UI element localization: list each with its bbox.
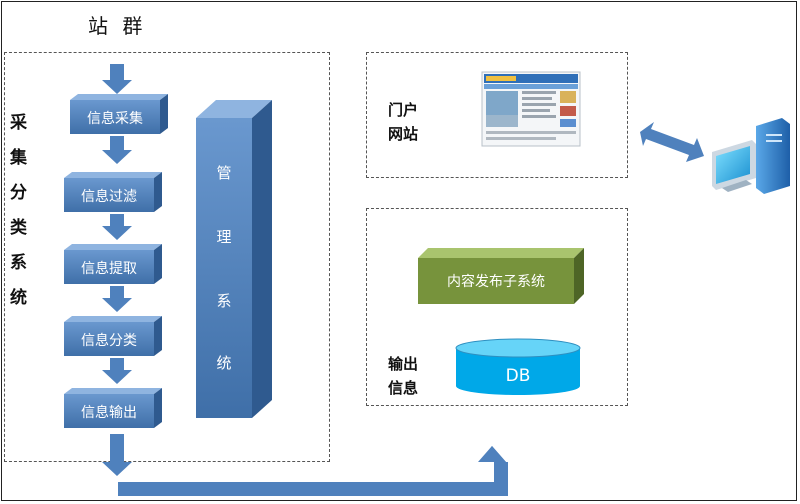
vertical-label-char: 系 — [10, 253, 27, 273]
publish-subsystem-label: 内容发布子系统 — [447, 273, 545, 290]
bidirectional-arrow — [640, 122, 704, 162]
output-info-label: 输出 信息 — [388, 352, 418, 400]
output-panel — [366, 208, 628, 406]
step-info-output: 信息输出 — [64, 388, 162, 428]
step-label: 信息过滤 — [81, 188, 137, 205]
step-label: 信息分类 — [81, 332, 137, 349]
step-info-extraction: 信息提取 — [64, 244, 162, 284]
step-label: 信息输出 — [81, 404, 137, 421]
flow-arrow-down — [102, 214, 132, 240]
step-info-classification: 信息分类 — [64, 316, 162, 356]
step-label: 信息提取 — [81, 260, 137, 277]
management-label-char: 理 — [216, 228, 231, 246]
output-label-line: 输出 — [388, 355, 419, 373]
vertical-label-char: 采 — [10, 113, 27, 133]
management-system-box: 管 理 系 统 — [196, 100, 272, 418]
vertical-label-char: 分 — [10, 183, 27, 203]
flow-arrow-down — [102, 64, 132, 94]
collection-panel — [4, 52, 330, 462]
site-group-title: 站 群 — [88, 14, 147, 38]
computer-icon — [712, 118, 790, 194]
portal-label-line: 网站 — [388, 125, 419, 143]
database-icon: DB — [455, 338, 581, 395]
flow-arrow-down — [102, 358, 132, 384]
output-label-line: 信息 — [388, 379, 419, 397]
portal-label-line: 门户 — [388, 101, 419, 119]
vertical-label-char: 集 — [10, 148, 27, 168]
content-publishing-subsystem: 内容发布子系统 — [418, 248, 584, 304]
portal-panel — [366, 52, 628, 178]
db-label: DB — [506, 366, 531, 386]
portal-website-thumbnail — [481, 71, 581, 147]
flow-arrow-down — [102, 136, 132, 164]
output-flow-arrow — [102, 434, 508, 496]
vertical-label-char: 统 — [10, 288, 27, 308]
portal-label: 门户 网站 — [388, 98, 418, 146]
management-label-char: 系 — [216, 292, 231, 310]
step-info-collection: 信息采集 — [70, 94, 168, 134]
flow-arrow-down — [102, 286, 132, 312]
vertical-label-char: 类 — [10, 218, 27, 238]
step-label: 信息采集 — [87, 110, 143, 127]
management-label-char: 统 — [216, 354, 231, 372]
management-label-char: 管 — [216, 164, 231, 182]
step-info-filtering: 信息过滤 — [64, 172, 162, 212]
